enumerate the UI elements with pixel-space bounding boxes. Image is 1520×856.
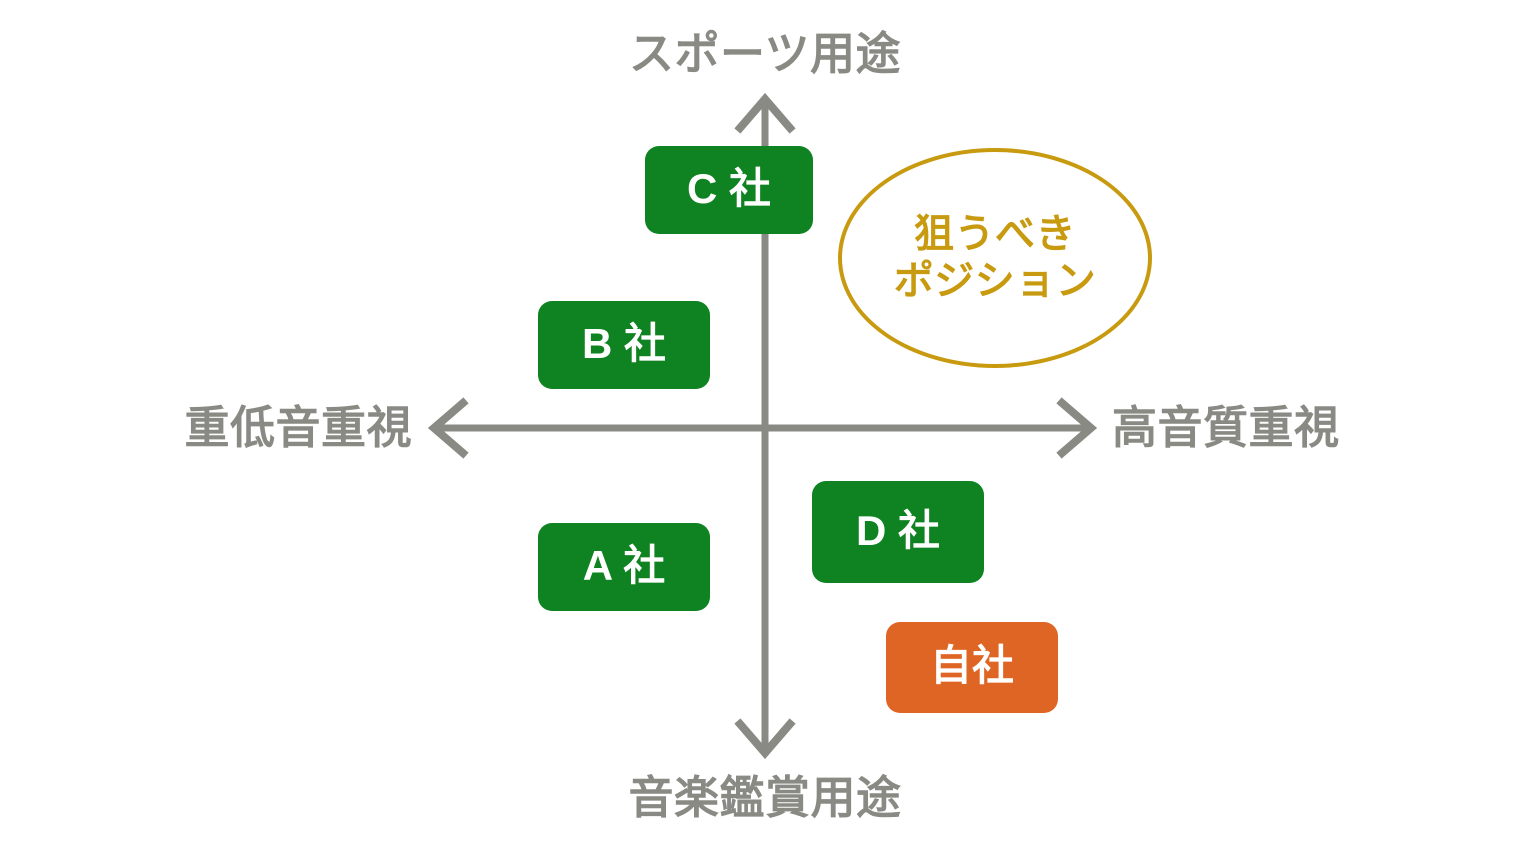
node-company-c[interactable]: C 社 — [645, 146, 813, 234]
node-company-a[interactable]: A 社 — [538, 523, 710, 611]
target-position-ellipse: 狙うべき ポジション — [838, 148, 1152, 368]
target-position-label: 狙うべき ポジション — [893, 211, 1097, 303]
axis-label-top: スポーツ用途 — [628, 28, 902, 79]
node-own-company[interactable]: 自社 — [886, 622, 1058, 713]
axis-arrow-right — [1056, 397, 1098, 459]
axis-label-left: 重低音重視 — [184, 402, 412, 453]
axis-arrow-up — [734, 92, 796, 134]
axis-arrow-down — [734, 718, 796, 760]
axis-arrow-left — [427, 397, 469, 459]
axis-label-bottom: 音楽鑑賞用途 — [628, 772, 902, 823]
axis-label-right: 高音質重視 — [1112, 402, 1340, 453]
node-company-d[interactable]: D 社 — [812, 481, 984, 583]
node-company-b[interactable]: B 社 — [538, 301, 710, 389]
